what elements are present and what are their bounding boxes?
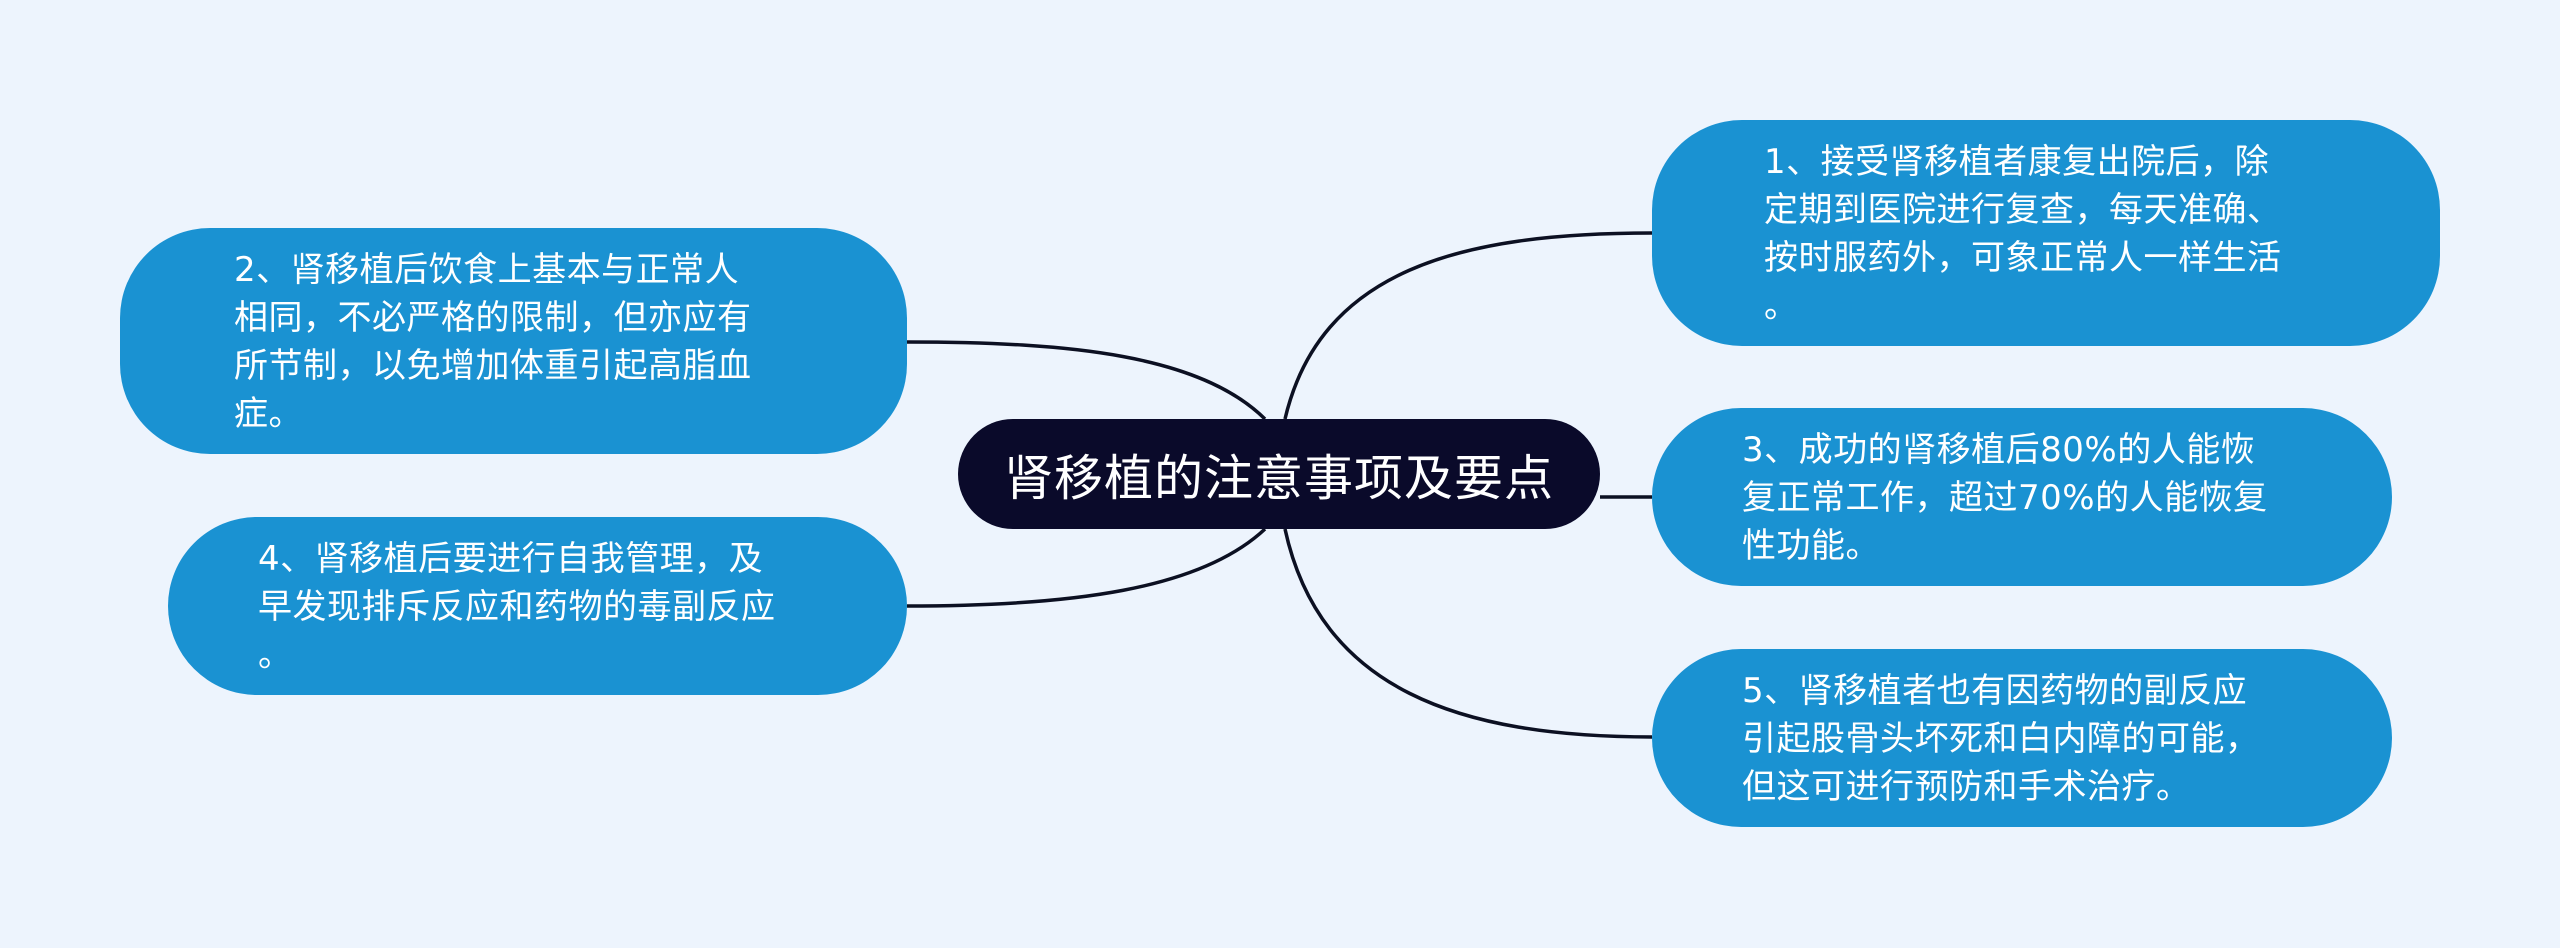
central-topic[interactable]: 肾移植的注意事项及要点 xyxy=(958,419,1600,529)
connector-to-point-1 xyxy=(1283,231,1653,420)
branch-node-point-4[interactable]: 4、肾移植后要进行自我管理，及 早发现排斥反应和药物的毒副反应 。 xyxy=(168,517,907,695)
connector-to-point-2 xyxy=(906,340,1267,421)
branch-text-point-1: 1、接受肾移植者康复出院后，除 定期到医院进行复查，每天准确、 按时服药外，可象… xyxy=(1764,142,2282,326)
branch-node-point-5[interactable]: 5、肾移植者也有因药物的副反应 引起股骨头坏死和白内障的可能， 但这可进行预防和… xyxy=(1652,649,2392,827)
central-topic-title: 肾移植的注意事项及要点 xyxy=(1003,449,1554,507)
branch-text-point-5: 5、肾移植者也有因药物的副反应 引起股骨头坏死和白内障的可能， 但这可进行预防和… xyxy=(1742,671,2260,807)
branch-text-point-3: 3、成功的肾移植后80%的人能恢 复正常工作，超过70%的人能恢复 性功能。 xyxy=(1742,430,2268,566)
branch-node-point-3[interactable]: 3、成功的肾移植后80%的人能恢 复正常工作，超过70%的人能恢复 性功能。 xyxy=(1652,408,2392,586)
connector-to-point-4 xyxy=(906,527,1267,608)
connector-to-point-5 xyxy=(1283,528,1653,739)
branch-text-point-2: 2、肾移植后饮食上基本与正常人 相同，不必严格的限制，但亦应有 所节制，以免增加… xyxy=(234,250,752,434)
branch-node-point-1[interactable]: 1、接受肾移植者康复出院后，除 定期到医院进行复查，每天准确、 按时服药外，可象… xyxy=(1652,120,2440,346)
branch-node-point-2[interactable]: 2、肾移植后饮食上基本与正常人 相同，不必严格的限制，但亦应有 所节制，以免增加… xyxy=(120,228,907,454)
branch-text-point-4: 4、肾移植后要进行自我管理，及 早发现排斥反应和药物的毒副反应 。 xyxy=(258,539,776,675)
